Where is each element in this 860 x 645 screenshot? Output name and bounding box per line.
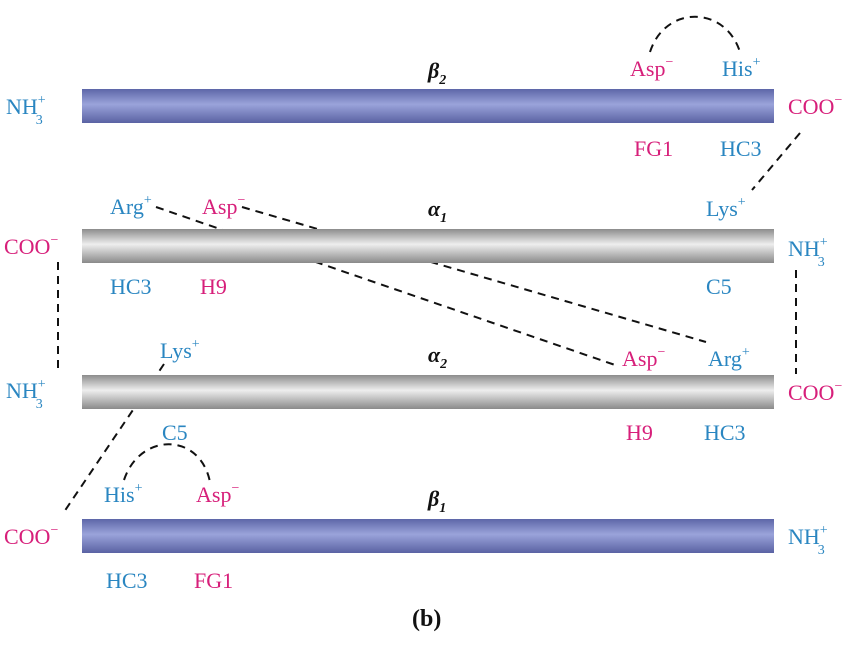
beta1-chain-label: β1 xyxy=(427,486,446,516)
beta2-his-asp-bridge xyxy=(649,15,741,53)
alpha2-asp-residue: Asp− xyxy=(622,345,665,371)
beta2-chain-bar xyxy=(82,89,774,123)
alpha1-chain-label: α1 xyxy=(428,196,447,226)
alpha2-lys-residue: Lys+ xyxy=(160,337,200,363)
beta2-hc3-position: HC3 xyxy=(720,136,762,161)
beta1-hc3-position: HC3 xyxy=(106,568,148,593)
alpha1-arg-alpha2-asp-bridge xyxy=(155,206,619,367)
alpha1-asp-alpha2-arg-bridge xyxy=(241,206,707,343)
beta1-chain-bar xyxy=(82,519,774,553)
alpha2-n-terminus: NH+3 xyxy=(6,377,46,412)
alpha1-chain-bar xyxy=(82,229,774,263)
figure-caption: (b) xyxy=(412,606,441,632)
alpha2-hc3-position: HC3 xyxy=(704,420,746,445)
alpha2-chain-bar xyxy=(82,375,774,409)
beta1-his-residue: His+ xyxy=(104,481,143,507)
alpha1-hc3-position: HC3 xyxy=(110,274,152,299)
alpha2-c-terminus: COO− xyxy=(788,379,842,405)
beta1-asp-residue: Asp− xyxy=(196,481,239,507)
alpha1-lys-residue: Lys+ xyxy=(706,195,746,221)
beta1-fg1-position: FG1 xyxy=(194,568,233,593)
alpha1-c-terminus: COO− xyxy=(4,233,58,259)
beta2-fg1-position: FG1 xyxy=(634,136,673,161)
beta2-c-terminus: COO− xyxy=(788,93,842,119)
alpha2-c5-position: C5 xyxy=(162,420,188,445)
beta2-chain-label: β2 xyxy=(427,58,446,88)
alpha2-chain-label: α2 xyxy=(428,342,447,372)
beta2-asp-residue: Asp− xyxy=(630,55,673,81)
beta1-his-asp-bridge xyxy=(123,443,211,483)
alpha1-asp-residue: Asp− xyxy=(202,193,245,219)
beta1-n-terminus: NH+3 xyxy=(788,523,828,558)
alpha2-arg-residue: Arg+ xyxy=(708,345,750,371)
alpha1-arg-residue: Arg+ xyxy=(110,193,152,219)
beta2-coo-alpha1-lys-bridge xyxy=(751,132,801,191)
beta2-n-terminus: NH+3 xyxy=(6,93,46,128)
alpha1-n-terminus: NH+3 xyxy=(788,235,828,270)
alpha2-h9-position: H9 xyxy=(626,420,653,445)
beta1-c-terminus: COO− xyxy=(4,523,58,549)
alpha1-h9-position: H9 xyxy=(200,274,227,299)
alpha1-c5-position: C5 xyxy=(706,274,732,299)
beta2-his-residue: His+ xyxy=(722,55,761,81)
